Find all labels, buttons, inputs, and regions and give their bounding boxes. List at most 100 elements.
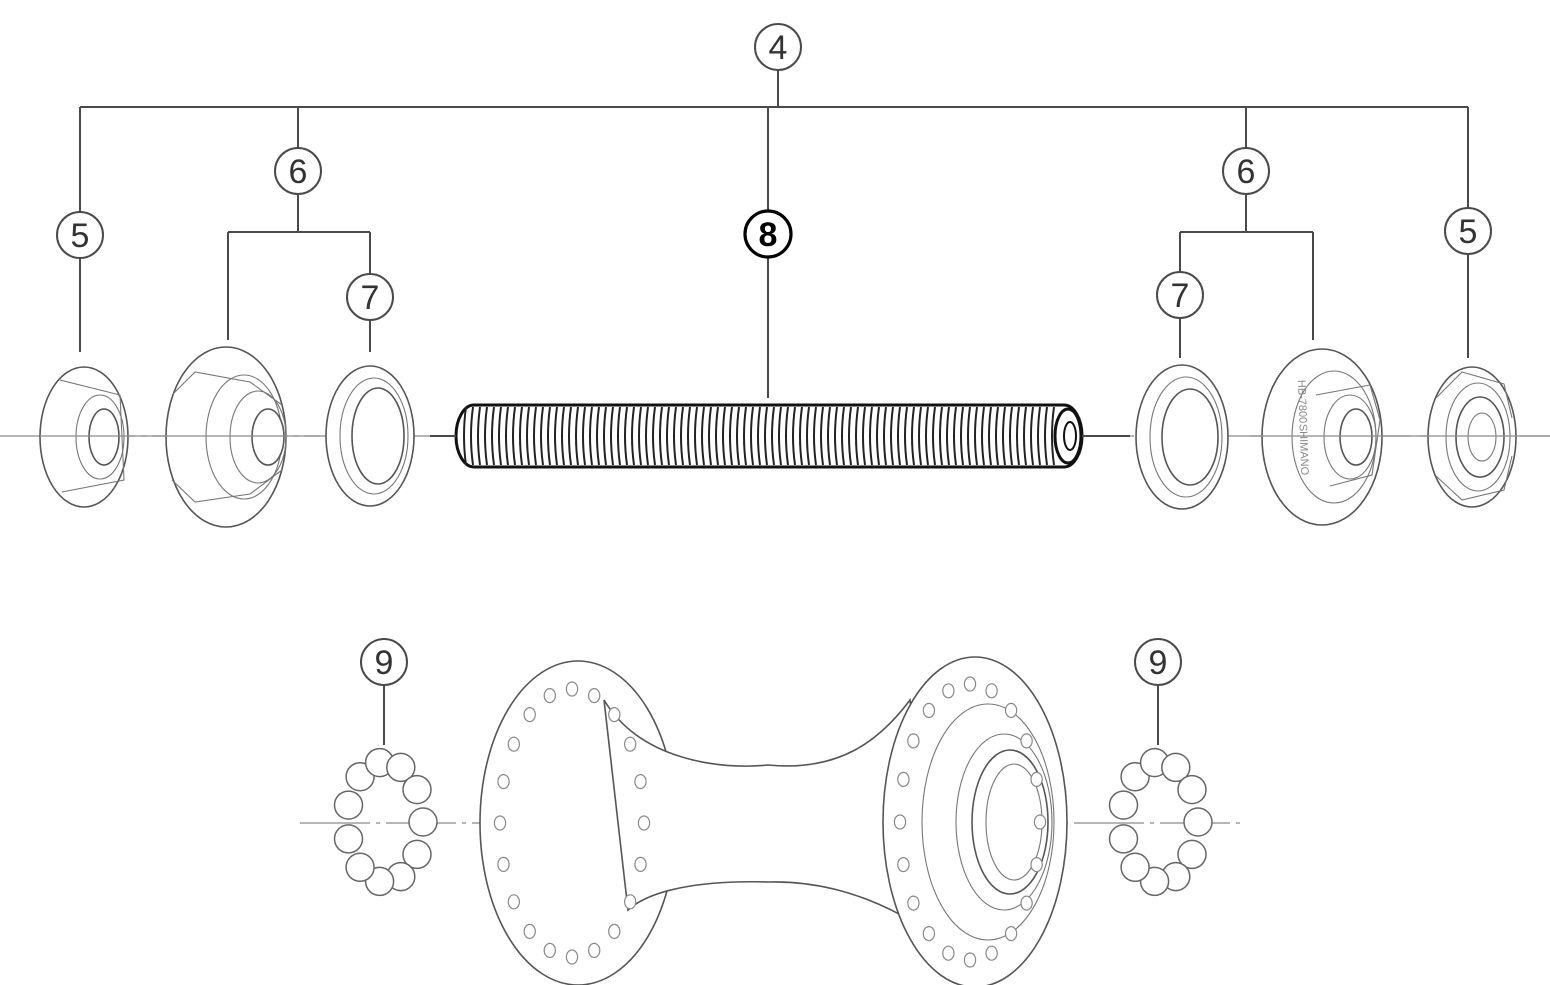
spoke-hole: [608, 923, 621, 940]
axle-thread: [862, 406, 866, 466]
axle-thread: [953, 406, 957, 466]
callout-9-right-label: 9: [1149, 644, 1168, 682]
axle-thread: [778, 406, 782, 466]
axle-thread: [876, 406, 880, 466]
callout-7-left-label: 7: [361, 279, 380, 317]
callout-5-right-label: 5: [1459, 213, 1478, 251]
axle-thread: [631, 406, 635, 466]
callout-6-right[interactable]: 6: [1222, 147, 1270, 195]
bearing-ball: [333, 824, 364, 854]
spoke-hole: [507, 736, 520, 752]
callout-4-label: 4: [769, 29, 788, 67]
axle-thread: [463, 406, 467, 466]
axle-thread: [743, 406, 747, 466]
callout-6-left-label: 6: [289, 153, 308, 191]
callout-6-right-label: 6: [1237, 153, 1256, 191]
axle-thread: [848, 406, 852, 466]
axle-thread: [477, 406, 481, 466]
axle-thread: [855, 406, 859, 466]
axle-thread: [988, 406, 992, 466]
axle-thread: [1030, 406, 1034, 466]
callout-8[interactable]: 8: [743, 209, 793, 259]
axle-thread: [981, 406, 985, 466]
axle-thread: [771, 406, 775, 466]
spoke-hole: [507, 894, 520, 910]
lock-nut-right: [1420, 366, 1550, 508]
axle-thread: [1037, 406, 1041, 466]
spoke-hole: [1030, 856, 1043, 873]
axle-thread: [883, 406, 887, 466]
spoke-hole: [565, 681, 579, 697]
axle-thread: [547, 406, 551, 466]
cone-left: [160, 346, 320, 528]
axle-thread: [785, 406, 789, 466]
axle-thread: [890, 406, 894, 466]
spoke-hole: [637, 815, 651, 831]
ball-bearings-left: [333, 747, 438, 897]
axle-thread: [694, 406, 698, 466]
spoke-hole: [1004, 702, 1018, 719]
axle-thread: [995, 406, 999, 466]
spoke-hole: [907, 895, 920, 911]
bearing-ball: [1161, 752, 1191, 783]
axle-thread: [827, 406, 831, 466]
axle-thread: [939, 406, 943, 466]
bearing-ball: [402, 774, 432, 805]
axle-thread: [505, 406, 509, 466]
spoke-holes-right: [893, 676, 1047, 968]
spoke-hole: [624, 736, 637, 752]
spoke-hole: [523, 923, 536, 940]
callout-5-right[interactable]: 5: [1444, 207, 1492, 255]
spoke-hole: [543, 687, 557, 704]
bearing-ball: [386, 752, 416, 783]
callout-7-right[interactable]: 7: [1156, 271, 1204, 319]
axle-thread: [512, 406, 516, 466]
axle-thread: [568, 406, 572, 466]
axle-thread: [491, 406, 495, 466]
axle-thread: [715, 406, 719, 466]
axle-thread: [736, 406, 740, 466]
axle-thread: [792, 406, 796, 466]
bearing-ball: [333, 790, 364, 820]
axle-thread: [799, 406, 803, 466]
callout-8-label: 8: [759, 216, 778, 254]
callout-7-left[interactable]: 7: [346, 273, 394, 321]
callout-9-left[interactable]: 9: [360, 638, 408, 686]
axle-thread: [610, 406, 614, 466]
spoke-hole: [1033, 814, 1047, 830]
washer-left: [325, 365, 415, 507]
axle-thread: [757, 406, 761, 466]
axle-thread: [1023, 406, 1027, 466]
spoke-hole: [1020, 733, 1033, 749]
axle-thread: [554, 406, 558, 466]
spoke-hole: [588, 942, 601, 959]
cone-right: SHIMANO HB-7800: [1250, 348, 1410, 526]
axle-thread: [764, 406, 768, 466]
callout-9-left-label: 9: [375, 644, 394, 682]
spoke-hole: [985, 683, 998, 699]
axle-thread: [932, 406, 936, 466]
callout-6-left[interactable]: 6: [274, 147, 322, 195]
axle-thread: [680, 406, 684, 466]
spoke-hole: [497, 773, 510, 790]
axle-thread: [533, 406, 537, 466]
spoke-hole: [634, 856, 647, 873]
axle-thread: [813, 406, 817, 466]
axle-thread: [722, 406, 726, 466]
spoke-hole: [588, 687, 601, 704]
spoke-hole: [907, 733, 920, 749]
callout-5-left[interactable]: 5: [56, 211, 104, 259]
axle-thread: [540, 406, 544, 466]
axle-thread: [484, 406, 488, 466]
spoke-hole: [922, 925, 936, 942]
axle: [430, 403, 1130, 469]
callout-7-right-label: 7: [1171, 277, 1190, 315]
bearing-ball: [408, 807, 438, 837]
callout-4[interactable]: 4: [754, 23, 802, 71]
spoke-hole: [523, 706, 536, 723]
axle-thread: [869, 406, 873, 466]
callout-9-right[interactable]: 9: [1134, 638, 1182, 686]
axle-thread: [841, 406, 845, 466]
axle-thread: [526, 406, 530, 466]
axle-thread: [946, 406, 950, 466]
